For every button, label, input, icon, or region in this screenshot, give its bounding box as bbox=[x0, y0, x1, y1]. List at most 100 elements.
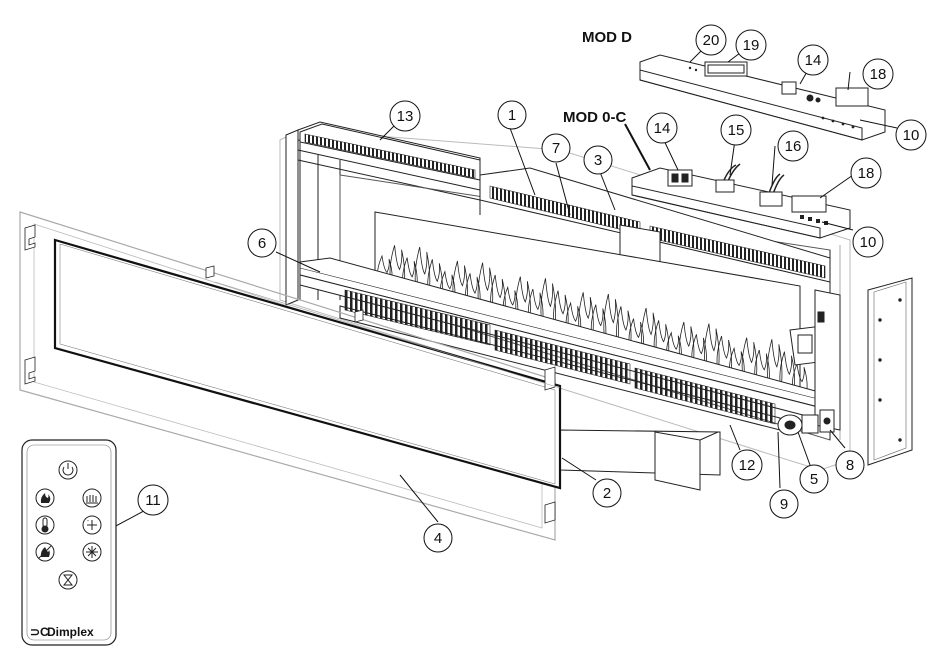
flame-outline bbox=[792, 362, 808, 397]
svg-text:12: 12 bbox=[739, 457, 756, 474]
svg-text:8: 8 bbox=[846, 457, 854, 474]
callout-circles: 1 2 3 4 5 6 7 8 9 10 10 11 12 13 14 14 1… bbox=[137, 24, 927, 553]
flame-icon bbox=[35, 488, 55, 508]
callout-8: 8 bbox=[835, 450, 865, 480]
callout-18b: 18 bbox=[850, 157, 882, 189]
flame-outline bbox=[502, 285, 519, 320]
svg-text:14: 14 bbox=[654, 120, 671, 137]
svg-text:6: 6 bbox=[258, 235, 266, 252]
bottom-cover-plate bbox=[559, 429, 721, 491]
right-control-bracket bbox=[789, 289, 841, 431]
power-icon bbox=[58, 460, 78, 480]
flame-outline bbox=[678, 321, 695, 367]
svg-text:13: 13 bbox=[397, 108, 414, 125]
callout-5: 5 bbox=[799, 464, 829, 494]
flame-outline bbox=[465, 273, 481, 310]
flame-colour-icon bbox=[35, 542, 55, 562]
flame-outline bbox=[704, 323, 720, 373]
heater-icon bbox=[82, 488, 102, 508]
callout-7: 7 bbox=[541, 133, 571, 163]
flame-outline bbox=[490, 274, 506, 317]
callout-2: 2 bbox=[592, 478, 622, 508]
flame-outline bbox=[389, 245, 406, 290]
flame-outline bbox=[414, 246, 431, 297]
remote-control: - ⊃C Dimplex bbox=[21, 439, 117, 646]
svg-text:19: 19 bbox=[743, 37, 760, 54]
flame-outline bbox=[741, 337, 758, 383]
svg-text:14: 14 bbox=[805, 52, 822, 69]
thermometer-icon bbox=[35, 515, 55, 535]
flame-outline bbox=[666, 331, 682, 363]
flame-outline bbox=[616, 306, 632, 350]
flame-outline bbox=[628, 318, 645, 353]
flame-outline bbox=[653, 320, 670, 360]
top-vent-strip-13 bbox=[299, 123, 481, 181]
callout-14a: 14 bbox=[797, 44, 829, 76]
svg-text:⊃C: ⊃C bbox=[30, 625, 49, 639]
flame-outline bbox=[754, 349, 770, 387]
upper-fan-housing bbox=[479, 167, 831, 283]
callout-9: 9 bbox=[769, 489, 799, 519]
motor-assembly bbox=[777, 409, 835, 436]
front-glass-panel bbox=[19, 211, 562, 541]
flame-outline bbox=[427, 259, 443, 300]
flame-outline bbox=[477, 262, 494, 313]
mod-0c-label: MOD 0-C bbox=[563, 109, 627, 126]
right-side-panel bbox=[867, 277, 913, 466]
flame-outline bbox=[565, 301, 582, 337]
callout-13: 13 bbox=[389, 100, 421, 132]
flame-outline bbox=[439, 270, 456, 303]
svg-text:1: 1 bbox=[508, 107, 516, 124]
svg-text:2: 2 bbox=[603, 485, 611, 502]
flame-outline bbox=[402, 257, 418, 293]
svg-text:15: 15 bbox=[728, 122, 745, 139]
svg-text:3: 3 bbox=[594, 152, 602, 169]
callout-14b: 14 bbox=[646, 112, 678, 144]
svg-text:20: 20 bbox=[703, 32, 720, 49]
flame-outline bbox=[729, 346, 745, 380]
callout-3: 3 bbox=[583, 145, 613, 175]
flame-outline bbox=[779, 351, 795, 393]
svg-text:7: 7 bbox=[552, 140, 560, 157]
svg-text:10: 10 bbox=[903, 127, 920, 144]
callout-1: 1 bbox=[497, 100, 527, 130]
flame-outline bbox=[553, 290, 569, 333]
callout-11: 11 bbox=[137, 484, 169, 516]
light-icon bbox=[82, 542, 102, 562]
svg-text:16: 16 bbox=[785, 138, 802, 155]
svg-text:18: 18 bbox=[870, 66, 887, 83]
callout-10b: 10 bbox=[852, 226, 884, 258]
callout-16: 16 bbox=[777, 130, 809, 162]
svg-text:4: 4 bbox=[434, 530, 442, 547]
flame-outline bbox=[527, 288, 544, 327]
flame-outline bbox=[603, 293, 619, 347]
callout-19: 19 bbox=[735, 29, 767, 61]
callout-15: 15 bbox=[720, 114, 752, 146]
svg-text:9: 9 bbox=[780, 496, 788, 513]
flame-outline bbox=[578, 292, 594, 340]
svg-text:18: 18 bbox=[858, 165, 875, 182]
callout-10a: 10 bbox=[895, 119, 927, 151]
temp-adjust-icon: - bbox=[82, 515, 102, 535]
flame-outline bbox=[641, 307, 657, 357]
flame-outline bbox=[691, 334, 707, 370]
flame-outline bbox=[766, 339, 783, 390]
svg-text:5: 5 bbox=[810, 471, 818, 488]
callout-4: 4 bbox=[423, 523, 453, 553]
flame-outline bbox=[515, 276, 531, 323]
mod-d-control-board bbox=[639, 54, 886, 141]
flame-outline bbox=[377, 254, 393, 287]
callout-12: 12 bbox=[731, 449, 763, 481]
lower-vent-strips-12 bbox=[339, 289, 781, 431]
flame-outline bbox=[452, 260, 468, 307]
flame-outline bbox=[716, 335, 733, 377]
callout-20: 20 bbox=[695, 24, 727, 56]
flame-outline bbox=[540, 278, 557, 330]
callout-18a: 18 bbox=[862, 58, 894, 90]
timer-icon bbox=[58, 570, 78, 590]
mod-d-label: MOD D bbox=[582, 29, 632, 46]
svg-text:Dimplex: Dimplex bbox=[47, 625, 94, 639]
svg-text:-: - bbox=[87, 518, 89, 524]
